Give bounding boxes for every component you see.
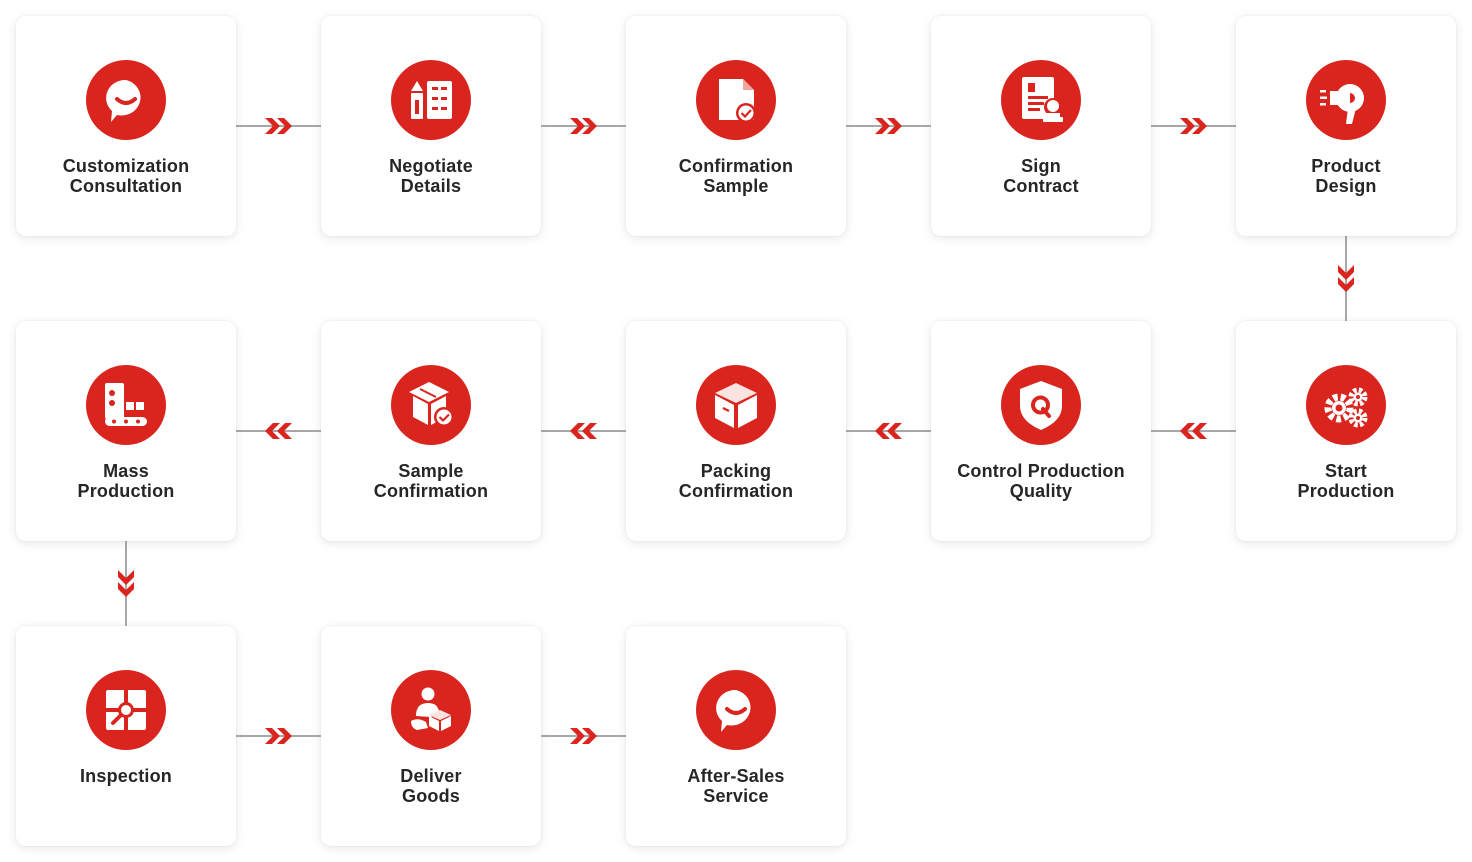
chat-bubble-icon [86, 60, 166, 140]
step-label-line: Sample [398, 461, 464, 481]
gears-icon [1306, 365, 1386, 445]
document-check-icon [696, 60, 776, 140]
contract-stamp-icon [1001, 60, 1081, 140]
step-label-line: Service [703, 786, 769, 806]
flow-arrow-1 [236, 116, 321, 136]
flow-arrow-3 [846, 116, 931, 136]
flow-arrow-4 [1151, 116, 1236, 136]
pencil-list-icon [391, 60, 471, 140]
chat-bubble-icon [696, 670, 776, 750]
flow-arrow-6 [1151, 421, 1236, 441]
step-label-line: Control Production [957, 461, 1125, 481]
step-label-line: Start [1324, 461, 1367, 481]
step-label-line: Design [1315, 176, 1377, 196]
flow-arrow-11 [236, 726, 321, 746]
step-label: Inspection [16, 766, 236, 786]
step-label-line: Details [400, 176, 462, 196]
step-label-line: Packing [700, 461, 772, 481]
flow-arrow-10 [116, 541, 136, 626]
step-label-line: Deliver [400, 766, 462, 786]
step-label-line: Quality [1009, 481, 1073, 501]
hair-dryer-icon [1306, 60, 1386, 140]
flow-arrow-9 [236, 421, 321, 441]
step-label-line: After-Sales [687, 766, 785, 786]
step-label-line: Mass [103, 461, 149, 481]
step-label-line: Consultation [69, 176, 183, 196]
step-label-line: Inspection [79, 766, 172, 786]
quality-shield-icon [1001, 365, 1081, 445]
magnifier-grid-icon [86, 670, 166, 750]
step-label-line: Sign [1021, 156, 1061, 176]
flow-arrow-7 [846, 421, 931, 441]
conveyor-machine-icon [86, 365, 166, 445]
box-check-icon [391, 365, 471, 445]
step-label-line: Production [1297, 481, 1395, 501]
step-card-inspection[interactable]: Inspection [16, 626, 236, 846]
step-label-line: Goods [402, 786, 460, 806]
flow-arrow-12 [541, 726, 626, 746]
step-label-line: Sample [703, 176, 769, 196]
step-label-line: Confirmation [678, 481, 794, 501]
flow-arrow-5 [1336, 236, 1356, 321]
step-label-line: Negotiate [389, 156, 473, 176]
step-label-line: Product [1311, 156, 1381, 176]
step-label-line: Customization [62, 156, 190, 176]
flow-arrow-8 [541, 421, 626, 441]
step-label-line: Confirmation [678, 156, 794, 176]
delivery-person-icon [391, 670, 471, 750]
step-label-line: Contract [1003, 176, 1079, 196]
step-label-line: Confirmation [373, 481, 489, 501]
flow-arrow-2 [541, 116, 626, 136]
step-label-line: Production [77, 481, 175, 501]
box-icon [696, 365, 776, 445]
